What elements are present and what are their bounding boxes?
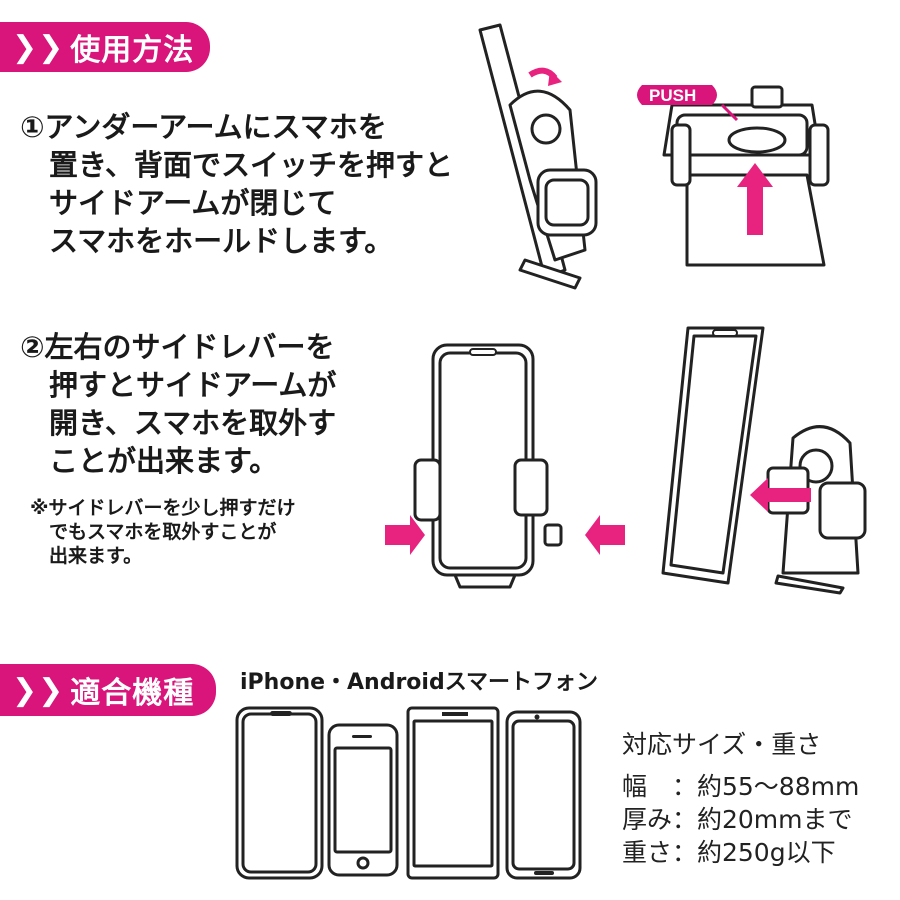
- step2-note: ※サイドレバーを少し押すだけ でもスマホを取外すことが 出来ます。: [30, 497, 296, 567]
- spec-thickness: 厚み：約20mmまで: [622, 805, 853, 834]
- double-chevron-icon: ❯❯: [12, 672, 65, 708]
- push-label: PUSH: [649, 86, 696, 105]
- holder-release-side-illustration: [661, 326, 867, 595]
- compatible-models-header: ❯❯ 適合機種: [0, 664, 216, 716]
- spec-weight: 重さ：約250g以下: [622, 838, 836, 867]
- compatible-devices-illustration: [235, 706, 582, 880]
- spec-width: 幅 ：約55〜88mm: [622, 772, 860, 801]
- step2-text: ②左右のサイドレバーを 押すとサイドアームが 開き、スマホを取外す ことが出来ま…: [20, 330, 337, 478]
- double-chevron-icon: ❯❯: [12, 29, 65, 65]
- step1-text: ①アンダーアームにスマホを 置き、背面でスイッチを押すと サイドアームが閉じて …: [20, 110, 453, 258]
- spec-title: 対応サイズ・重さ: [622, 730, 822, 759]
- compatible-models-header-title: 適合機種: [70, 676, 195, 711]
- usage-header-title: 使用方法: [70, 33, 195, 68]
- holder-push-illustration: PUSH: [637, 85, 830, 267]
- holder-release-front-illustration: [385, 343, 625, 589]
- devices-label: iPhone・Androidスマートフォン: [240, 670, 599, 695]
- holder-side-view-illustration: [478, 23, 598, 290]
- usage-header: ❯❯ 使用方法: [0, 22, 210, 72]
